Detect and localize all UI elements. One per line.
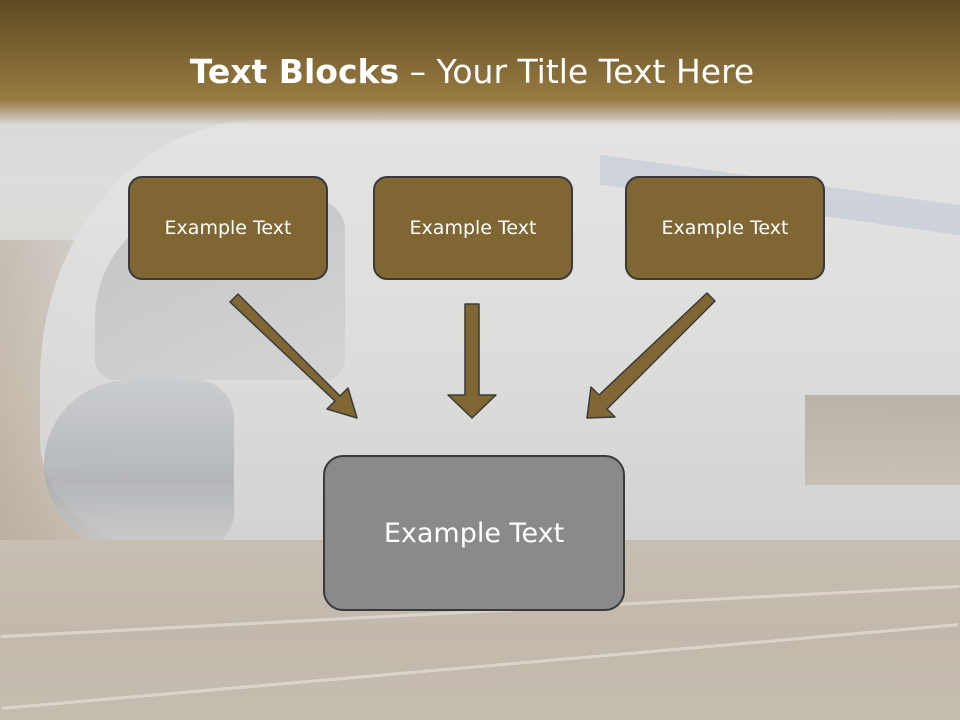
text-block-2[interactable]: Example Text	[373, 176, 573, 280]
result-text-block[interactable]: Example Text	[323, 455, 625, 611]
background-train-window	[805, 395, 960, 485]
background-train-nose	[44, 380, 234, 550]
title-rest: Your Title Text Here	[436, 52, 755, 91]
text-block-2-label: Example Text	[409, 217, 537, 239]
title-bar: Text Blocks – Your Title Text Here	[0, 0, 960, 125]
text-block-3-label: Example Text	[661, 217, 789, 239]
title-bold-part: Text Blocks	[189, 52, 400, 91]
result-text-block-label: Example Text	[383, 517, 565, 549]
text-block-1[interactable]: Example Text	[128, 176, 328, 280]
text-block-3[interactable]: Example Text	[625, 176, 825, 280]
slide-title[interactable]: Text Blocks – Your Title Text Here	[0, 52, 944, 91]
text-block-1-label: Example Text	[164, 217, 292, 239]
title-separator: –	[399, 52, 437, 91]
